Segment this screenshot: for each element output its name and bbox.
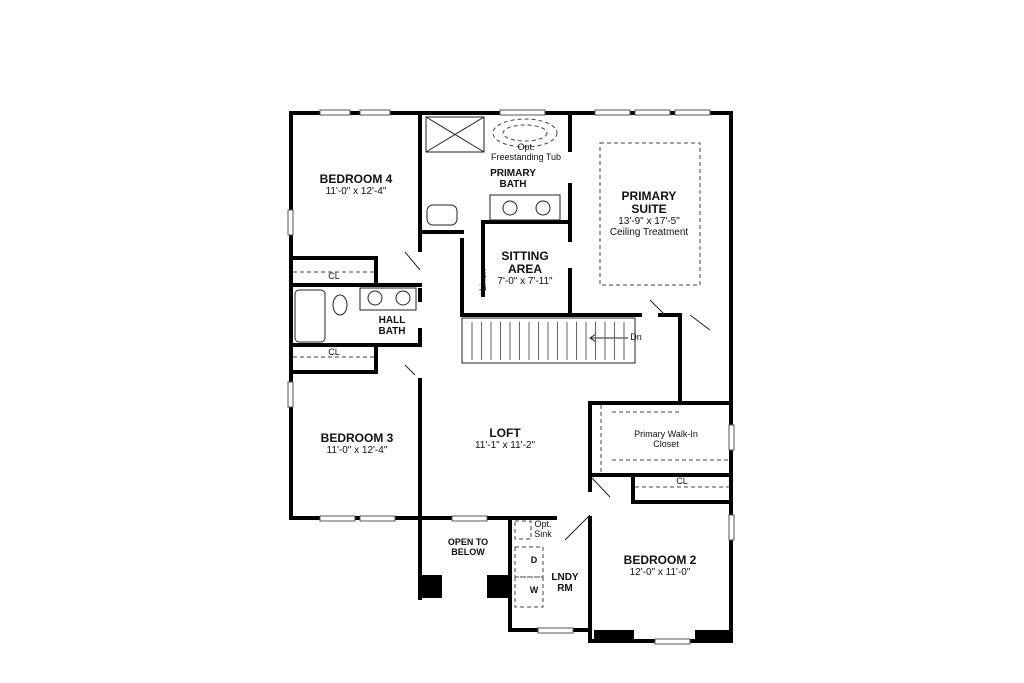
room-name: HALL: [378, 315, 406, 326]
room-name: SUITE: [631, 202, 667, 217]
tub-label-line: Freestanding Tub: [490, 151, 562, 162]
hall-vanity: [359, 287, 417, 311]
toilet: [426, 204, 458, 226]
room-name: BEDROOM 3: [320, 431, 394, 445]
tub-label: Opt.Freestanding Tub: [490, 142, 562, 163]
door-swing: [404, 251, 711, 541]
hall-toilet: [332, 294, 348, 316]
room-name: LNDY: [551, 572, 579, 583]
dashed-features: [293, 118, 731, 608]
room-name: PRIMARY: [621, 189, 677, 203]
windows: [287, 109, 735, 645]
linen-label: Linen: [478, 268, 489, 291]
freestanding-tub: [492, 118, 558, 148]
room-name: BEDROOM 2: [623, 553, 697, 567]
hall-bath-walls: [289, 256, 422, 374]
room-name: OPEN TO: [447, 537, 489, 547]
ceiling-treatment-outline: [599, 142, 701, 286]
bathtub: [294, 289, 326, 343]
room-dim: 13'-9" x 17'-5": [618, 216, 680, 228]
room-name: RM: [557, 583, 573, 594]
opt-sink-label: Opt.Sink: [534, 519, 552, 540]
sink-label-line: Opt.: [534, 519, 552, 529]
washer: [514, 576, 544, 608]
dryer-label: D: [530, 555, 538, 565]
room-name: Closet: [653, 438, 679, 449]
room-name: BELOW: [451, 546, 485, 557]
closet-label: CL: [328, 347, 340, 357]
room-note: Ceiling Treatment: [609, 227, 689, 239]
room-dim: 7'-0" x 7'-11": [497, 276, 553, 288]
primary-vanity: [489, 194, 561, 221]
room-name: AREA: [507, 262, 543, 277]
room-name: PRIMARY: [490, 168, 536, 179]
tub-label-line: Opt.: [517, 142, 535, 152]
open-to-below-blocks: [420, 575, 731, 642]
washer-label: W: [529, 585, 539, 595]
fixtures: [294, 116, 711, 541]
room-dim: 11'-0" x 12'-4": [326, 445, 388, 457]
room-name: Primary Walk-In: [634, 429, 698, 439]
room-name: BATH: [499, 179, 527, 190]
sink-label-line: Sink: [534, 528, 552, 539]
stairs-down-label: Dn: [630, 332, 642, 342]
room-dim: 12'-0" x 11'-0": [629, 567, 691, 579]
room-dim: 11'-1" x 11'-2": [474, 440, 536, 452]
shower: [425, 116, 485, 153]
closet-walls: [588, 401, 733, 504]
room-dim: 11'-0" x 12'-4": [325, 186, 387, 198]
closet-label: CL: [676, 476, 688, 486]
room-name: SITTING: [501, 249, 549, 263]
room-name: BEDROOM 4: [319, 172, 393, 186]
room-name: LOFT: [489, 426, 521, 440]
stairs: [461, 317, 636, 364]
opt-sink: [514, 520, 532, 540]
primary-bath-walls: [418, 111, 682, 405]
closet-label: CL: [328, 271, 340, 281]
room-name: BATH: [378, 326, 406, 337]
